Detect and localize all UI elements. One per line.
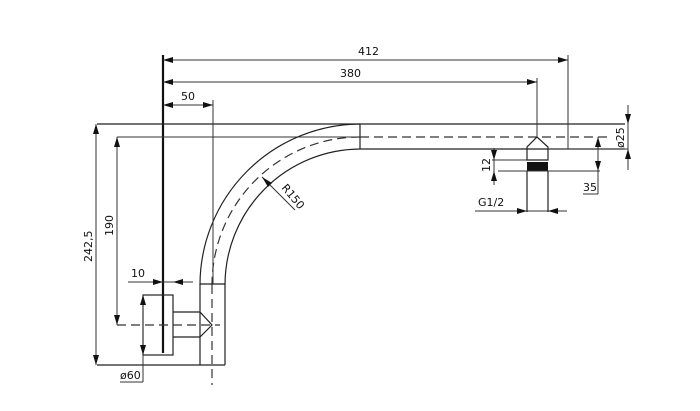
pipe-bend — [199, 123, 361, 286]
dim-thread-label: G1/2 — [478, 196, 504, 209]
dim-12-label: 12 — [480, 158, 493, 172]
dim-10: 10 — [128, 267, 193, 285]
dim-pipe-diameter-label: ø25 — [614, 127, 627, 148]
dim-242-5-label: 242,5 — [82, 231, 95, 263]
dim-12: 12 — [480, 148, 600, 185]
dim-10-label: 10 — [131, 267, 145, 280]
dim-50-label: 50 — [181, 90, 195, 103]
wall-plate — [117, 294, 220, 356]
dim-35: 35 — [583, 137, 601, 195]
dim-412: 412 — [163, 45, 569, 149]
vertical-pipe — [97, 283, 226, 385]
dim-pipe-diameter: ø25 — [548, 105, 631, 170]
dim-380: 380 — [163, 67, 538, 137]
dim-thread: G1/2 — [475, 196, 567, 214]
dim-380-label: 380 — [340, 67, 361, 80]
dim-35-label: 35 — [583, 181, 597, 194]
dim-190: 190 — [103, 137, 120, 325]
dim-50: 50 — [163, 90, 214, 284]
dim-plate-diameter-label: ø60 — [120, 369, 141, 382]
dim-412-label: 412 — [358, 45, 379, 58]
dim-242-5: 242,5 — [82, 124, 99, 365]
outlet-fitting — [526, 136, 549, 212]
dim-plate-diameter: ø60 — [120, 295, 146, 383]
dim-r150: R150 — [261, 176, 307, 212]
dim-190-label: 190 — [103, 215, 116, 236]
